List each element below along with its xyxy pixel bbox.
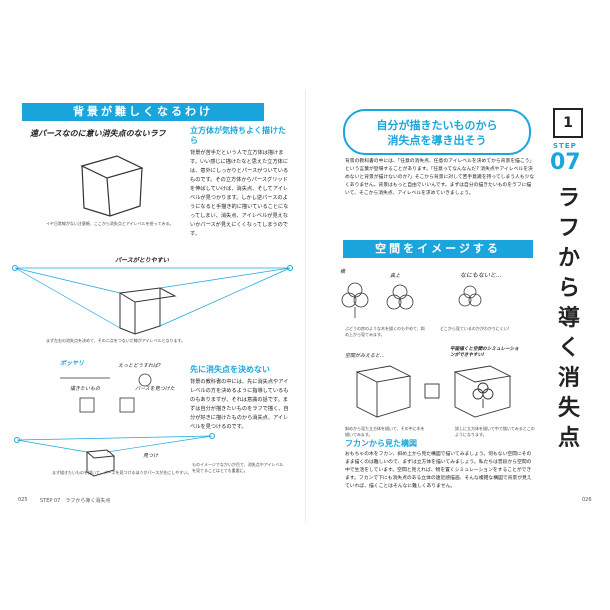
right-section-title: 空間をイメージする — [343, 240, 533, 258]
perspective-label: パースがとりやすい — [115, 257, 169, 264]
bubble-line-1: 自分が描きたいものから — [376, 119, 498, 132]
caption-d: 試しに立方体を描いて中で描いてみるとこのようになります。 — [455, 426, 535, 437]
headline-bubble: 自分が描きたいものから 消失点を導き出そう — [343, 109, 531, 155]
callout-boz: ボッヤリ — [60, 360, 85, 367]
callout-this: えっとどうすれば? — [118, 363, 161, 369]
cube-tree-sketches — [355, 365, 512, 418]
label-space: 空間がみえると… — [345, 353, 385, 359]
tree-sketches — [341, 282, 482, 318]
step-label: STEP — [553, 142, 577, 150]
vertical-title: ラフから導く消失点 — [557, 186, 580, 451]
caption-1: イヤ日常線がない注意帳、ここから消失点とアイレベルを拾ってみる。 — [46, 221, 174, 226]
intro-text: 背景の教科書の中には、「任意の消失点、任意のアイレベルを決めてから背景を描こう」… — [345, 159, 535, 196]
bubble-line-2: 消失点を導き出そう — [387, 134, 487, 147]
callout-found: パースを見つけた — [135, 386, 175, 392]
page-gutter — [305, 90, 306, 522]
body-text: おもちゃの木をフカン、斜め上から見た構図で描いてみましょう。何もない空間にそのま… — [345, 452, 532, 489]
callout-want: 描きたいもの — [70, 386, 101, 392]
caption-c: 斜めから見た立方体を描いて、その中に木を描いてみます。 — [345, 426, 425, 437]
rough-label: 遠パースなのに意い消失点のないラフ — [30, 129, 166, 138]
caption-a: ぶどうの房のような木を描くのもやめて、斜め上から見てみます。 — [345, 326, 425, 337]
character-sketch — [60, 373, 152, 413]
caption-2: まず左右の消失点を決めて、その二点をつないだ線がアイレベルとなります。 — [46, 338, 186, 343]
point-1: 立方体が気持ちよく描けたら 背景が苦手だという人で立方体は描けます。いい感じに描… — [190, 126, 290, 239]
label-side: 横 — [340, 269, 346, 275]
step-icon: 1 — [553, 108, 583, 138]
sub-heading-fukan: フカンから見た構図 — [345, 439, 417, 448]
label-sim: 平面描くと空間のシミュレーションができやすい! — [450, 347, 519, 358]
step-number: 07 — [550, 150, 581, 175]
perspective-diagram — [12, 265, 293, 335]
caption-3: まず描きたいものを描いて、パースを見つけるほうがパースが先にしやすい。 — [52, 470, 192, 475]
caption-4: ものイメージでなかいか目で、消失点やアイレベルを見てることはとても重要に。 — [192, 462, 284, 473]
point-2-heading: 先に消失点を決めない — [190, 365, 270, 374]
perspective-diagram-2 — [14, 433, 215, 477]
left-section-title: 背景が難しくなるわけ — [22, 103, 264, 121]
point-1-text: 背景が苦手だという人で立方体は描けます。いい感じに描けたなと思えた立方体には、意… — [190, 150, 289, 237]
label-nothing: なにもないと… — [460, 272, 503, 279]
left-page-number: 025 — [18, 497, 28, 503]
right-page-number: 026 — [582, 497, 592, 503]
point-2-text: 背景の教科書の中には、先に消失点やアイレベルの方を決めるように指導しているものも… — [190, 379, 289, 430]
point-1-heading: 立方体が気持ちよく描けたら — [190, 126, 286, 145]
label-top: 真上 — [390, 273, 401, 279]
point-2: 先に消失点を決めない 背景の教科書の中には、先に消失点やアイレベルの方を決めるよ… — [190, 365, 290, 432]
rough-cube-sketch — [80, 155, 144, 217]
caption-b: どこから見ているのかがわかりにくい! — [440, 326, 510, 331]
callout-easy: 見つけ — [143, 453, 159, 459]
left-footer: STEP 07 ラフから導く消失点 — [40, 498, 111, 504]
